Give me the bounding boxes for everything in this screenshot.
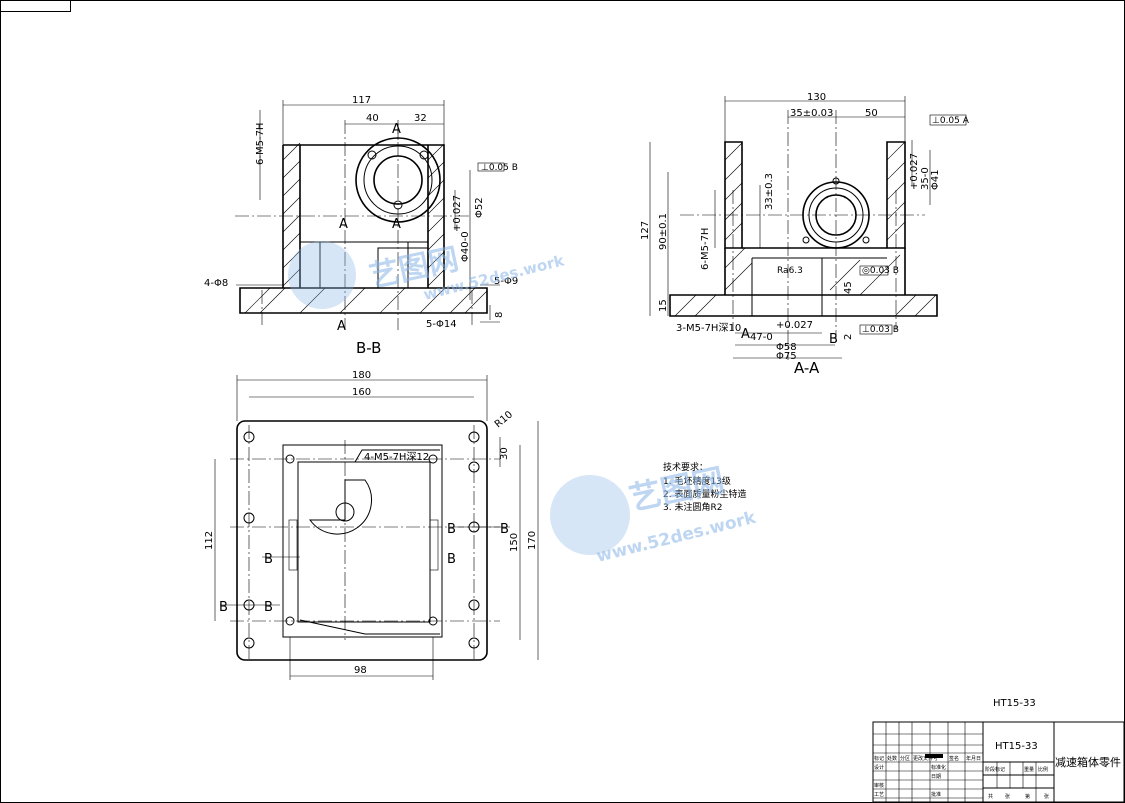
bb-mark-a3: A (339, 217, 348, 232)
aa-dim-47-fit: +0.027 (776, 320, 813, 331)
plan-dim-112: 112 (204, 531, 215, 550)
drawing-number: HT15-33 (993, 698, 1036, 709)
watermark-1: 艺图网 www.52des.work (288, 241, 567, 309)
bb-dia-52: Φ52 (474, 197, 485, 218)
aa-title: A-A (794, 359, 820, 377)
tb-sheet-2: 第 (1025, 793, 1030, 800)
aa-bore-dia-b: Φ41 (930, 169, 941, 190)
tb-sheet-1: 张 (1005, 793, 1010, 800)
bb-holes-9: 5-Φ9 (494, 276, 518, 287)
bb-holes-14: 5-Φ14 (426, 319, 457, 330)
tb-row-2: 分区 (900, 755, 910, 762)
tb-code: HT15-33 (995, 741, 1038, 752)
plan-mark-b2: B (219, 600, 228, 615)
notes-item-1: 1. 毛坯精度13级 (663, 475, 731, 487)
tb-row-5: 年月日 (966, 755, 981, 762)
tb-weight: 重量 (1024, 766, 1034, 773)
notes-item-2: 2. 表面质量粉尘特造 (663, 488, 746, 500)
aa-fcf-top: ⊥0.05 A (932, 116, 970, 126)
aa-dim-33: 33±0.3 (764, 173, 775, 210)
bb-dim-32: 32 (414, 113, 427, 124)
plan-dim-170: 170 (527, 531, 538, 550)
notes-title: 技术要求： (663, 461, 708, 473)
tb-scale: 比例 (1038, 766, 1048, 773)
plan-dim-98: 98 (354, 665, 367, 676)
bb-fcf: ⊥0.05 B (481, 163, 518, 173)
tb-sheet-3: 张 (1044, 793, 1049, 800)
aa-datum-b: B (829, 332, 838, 347)
plan-thread-top: 4-M5-7H深12 (364, 451, 429, 463)
bb-mark-a4: A (337, 319, 346, 334)
tb-role-design: 设计 (874, 764, 884, 771)
aa-dim-58: Φ58 (776, 342, 797, 353)
view-bb (235, 100, 505, 330)
tb-role-process: 工艺 (874, 792, 884, 798)
tb-stage: 阶段标记 (985, 766, 1005, 773)
aa-fcf-bot: ⊥0.03 B (862, 325, 899, 335)
aa-thread-bottom: 3-M5-7H深10 (676, 322, 741, 334)
plan-mark-b6: B (447, 552, 456, 567)
tb-role-review: 审核 (874, 782, 884, 789)
aa-fcf-mid: ◎0.03 B (862, 266, 899, 276)
tb-col-date: 日期 (931, 774, 941, 780)
aa-dim-35: 35±0.03 (790, 108, 833, 119)
tb-col-approve: 批准 (931, 791, 941, 798)
bb-title: B-B (356, 339, 381, 357)
tb-row-4: 签名 (949, 755, 959, 762)
aa-dim-15: 15 (658, 299, 669, 312)
bb-dim-117: 117 (352, 95, 371, 106)
aa-dim-130: 130 (807, 92, 826, 103)
aa-dim-90: 90±0.1 (658, 213, 669, 250)
plan-radius: R10 (493, 409, 515, 430)
tb-sheet-0: 共 (988, 793, 993, 800)
bb-holes-8: 4-Φ8 (204, 278, 228, 289)
bb-bore-dia: Φ40-0 (460, 231, 471, 262)
plan-dim-30: 30 (499, 447, 510, 460)
corner-box (0, 0, 71, 12)
plan-mark-b1: B (264, 552, 273, 567)
aa-thread-label: 6-M5-7H (700, 228, 711, 270)
bb-height-8: 8 (494, 312, 505, 318)
bb-thread-label: 6-M5-7H (255, 123, 266, 165)
aa-bore-dia: 35-0 (920, 167, 931, 190)
plan-dim-180: 180 (352, 370, 371, 381)
aa-bore-fit: +0.027 (909, 153, 920, 190)
bb-mark-a2: A (392, 217, 401, 232)
tb-row-1: 处数 (887, 755, 897, 762)
aa-dim-75: Φ75 (776, 351, 797, 362)
plan-dim-160: 160 (352, 387, 371, 398)
bb-dim-40: 40 (366, 113, 379, 124)
aa-dim-50: 50 (865, 108, 878, 119)
tb-row-3: 更改文件号 (913, 755, 938, 762)
plan-dim-150: 150 (509, 533, 520, 552)
plan-mark-b3: B (264, 600, 273, 615)
bb-bore-fit: +0.027 (452, 195, 463, 232)
view-plan (214, 375, 539, 680)
aa-datum-a: A (741, 327, 750, 342)
tb-part-name: 减速箱体零件 (1055, 755, 1121, 769)
aa-dim-2: 2 (843, 334, 854, 340)
tb-row-0: 标记 (874, 755, 884, 762)
title-block (872, 721, 1125, 803)
tb-col-std: 标准化 (931, 764, 946, 771)
aa-dim-127: 127 (640, 221, 651, 240)
bb-mark-a1: A (392, 122, 401, 137)
notes-item-3: 3. 未注圆角R2 (663, 501, 722, 513)
aa-dim-47: 47-0 (750, 332, 773, 343)
view-aa (649, 96, 967, 360)
aa-dim-45: 45 (843, 281, 854, 294)
aa-roughness: Ra6.3 (777, 266, 803, 276)
plan-mark-b4: B (447, 522, 456, 537)
plan-mark-b5: B (500, 522, 509, 537)
